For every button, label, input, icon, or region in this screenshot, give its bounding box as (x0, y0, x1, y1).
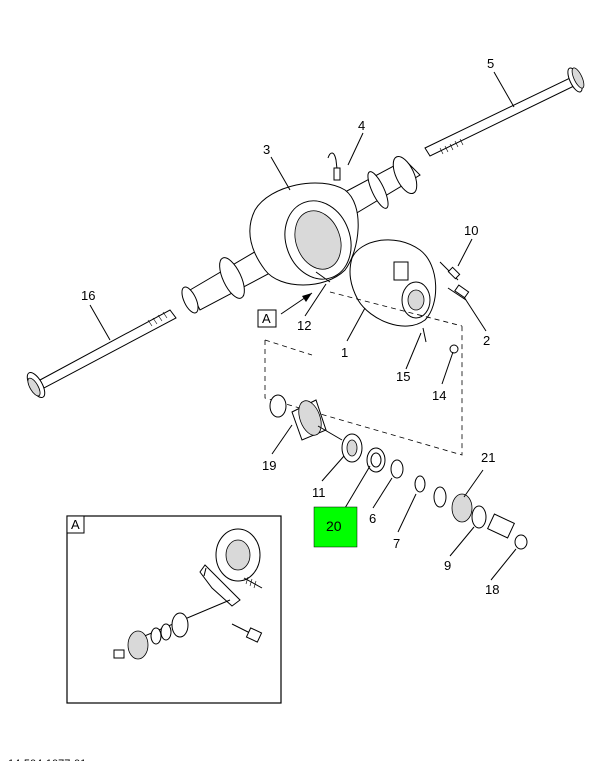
callout-11: 11 (312, 485, 326, 500)
shim-6 (390, 459, 404, 479)
view-reference-a: A (257, 309, 277, 328)
callout-4: 4 (358, 118, 365, 133)
callout-21: 21 (481, 450, 495, 465)
highlighted-part-20-label: 20 (326, 518, 342, 534)
assembly-dashed-outline (264, 291, 463, 456)
bearing-cup-20 (366, 447, 386, 473)
breather (327, 152, 341, 181)
highlighted-part-20: 20 (313, 506, 358, 548)
view-reference-a-label: A (262, 311, 271, 326)
callout-2: 2 (483, 333, 490, 348)
callout-10: 10 (464, 223, 478, 238)
left-axle-shaft (26, 309, 177, 398)
callout-12: 12 (297, 318, 311, 333)
seal-9 (471, 505, 487, 529)
callout-9: 9 (444, 558, 451, 573)
bearing-21 (433, 486, 473, 523)
bearing-11 (341, 433, 363, 463)
fitting-15 (422, 327, 427, 343)
callout-labels: 1 2 3 4 5 6 7 9 10 11 12 14 15 16 17 18 … (81, 56, 499, 617)
callout-18: 18 (485, 582, 499, 597)
callout-16: 16 (81, 288, 95, 303)
callout-15: 15 (396, 369, 410, 384)
yoke (486, 513, 516, 539)
bolt-2 (447, 284, 470, 301)
detail-inset-a: A (66, 515, 282, 704)
inset-a-label: A (71, 517, 80, 532)
callout-7: 7 (393, 536, 400, 551)
snap-ring-7 (414, 475, 426, 493)
bolt-10 (439, 261, 461, 281)
nut-18 (514, 534, 528, 550)
differential-carrier (349, 239, 437, 327)
callout-3: 3 (263, 142, 270, 157)
callout-6: 6 (369, 511, 376, 526)
callout-1: 1 (341, 345, 348, 360)
stud-12 (315, 271, 331, 283)
axle-housing (181, 155, 421, 314)
callout-14: 14 (432, 388, 446, 403)
leader-lines (89, 71, 517, 649)
callout-19: 19 (262, 458, 276, 473)
illustration-id: 14-504-1077-01 (8, 758, 86, 761)
fitting-14 (449, 344, 459, 354)
callout-5: 5 (487, 56, 494, 71)
shift-spring (243, 576, 263, 589)
right-axle-shaft (424, 67, 585, 157)
pinion-gear-19 (269, 394, 343, 441)
